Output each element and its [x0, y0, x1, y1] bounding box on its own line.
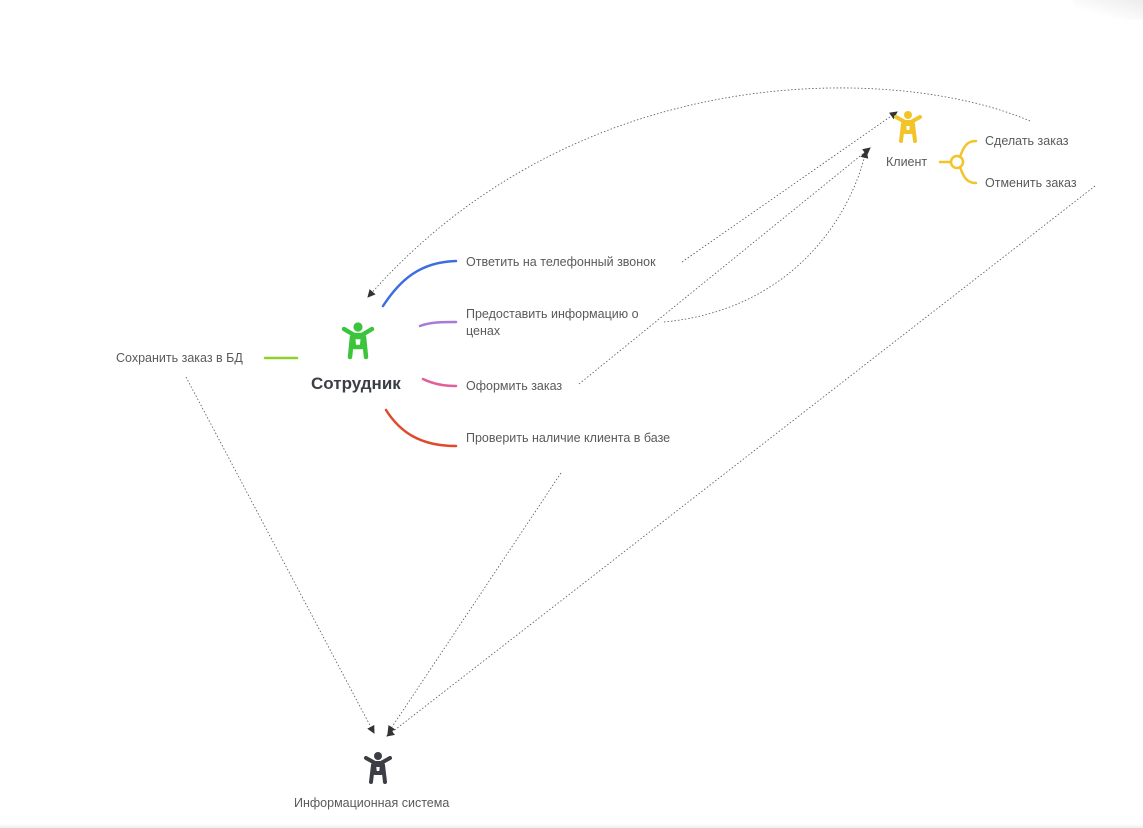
arrow-order-to-client[interactable]	[578, 147, 871, 385]
bottom-shade	[0, 824, 1143, 828]
branch-place-order-label[interactable]: Оформить заказ	[466, 379, 563, 393]
top-right-shade	[1073, 0, 1143, 20]
system-actor-icon[interactable]	[364, 752, 392, 784]
employee-branches	[263, 259, 458, 448]
branch-place-order	[421, 377, 458, 388]
arrow-save-to-system[interactable]	[185, 376, 375, 734]
branch-make-order-label[interactable]: Сделать заказ	[985, 134, 1069, 148]
branch-cancel-order	[958, 165, 978, 185]
branch-check-client	[384, 408, 458, 448]
relationship-arrows	[185, 87, 1096, 737]
client-actor-label[interactable]: Клиент	[886, 155, 928, 169]
client-branches	[938, 139, 978, 185]
arrow-check-to-system[interactable]	[387, 472, 562, 734]
employee-actor-label[interactable]: Сотрудник	[311, 374, 401, 393]
system-actor-label[interactable]: Информационная система	[294, 796, 450, 810]
client-actor-icon[interactable]	[894, 111, 922, 143]
arrow-client-to-employee[interactable]	[367, 87, 1031, 298]
branch-provide-prices-label[interactable]: Предоставить информацию о ценах	[466, 307, 639, 338]
branch-provide-prices	[418, 320, 458, 328]
branch-check-client-label[interactable]: Проверить наличие клиента в базе	[466, 431, 671, 445]
branch-make-order	[958, 139, 978, 159]
arrow-answer-call-to-client[interactable]	[681, 111, 898, 263]
branch-cancel-order-label[interactable]: Отменить заказ	[985, 176, 1077, 190]
branch-answer-call-label[interactable]: Ответить на телефонный звонок	[466, 255, 656, 269]
arrow-prices-to-client[interactable]	[663, 150, 869, 323]
branch-save-order-label[interactable]: Сохранить заказ в БД	[116, 351, 243, 365]
employee-actor-icon[interactable]	[341, 322, 375, 360]
branch-answer-call	[381, 259, 458, 308]
client-branch-node	[949, 154, 965, 170]
arrow-cancel-to-system[interactable]	[386, 185, 1096, 737]
